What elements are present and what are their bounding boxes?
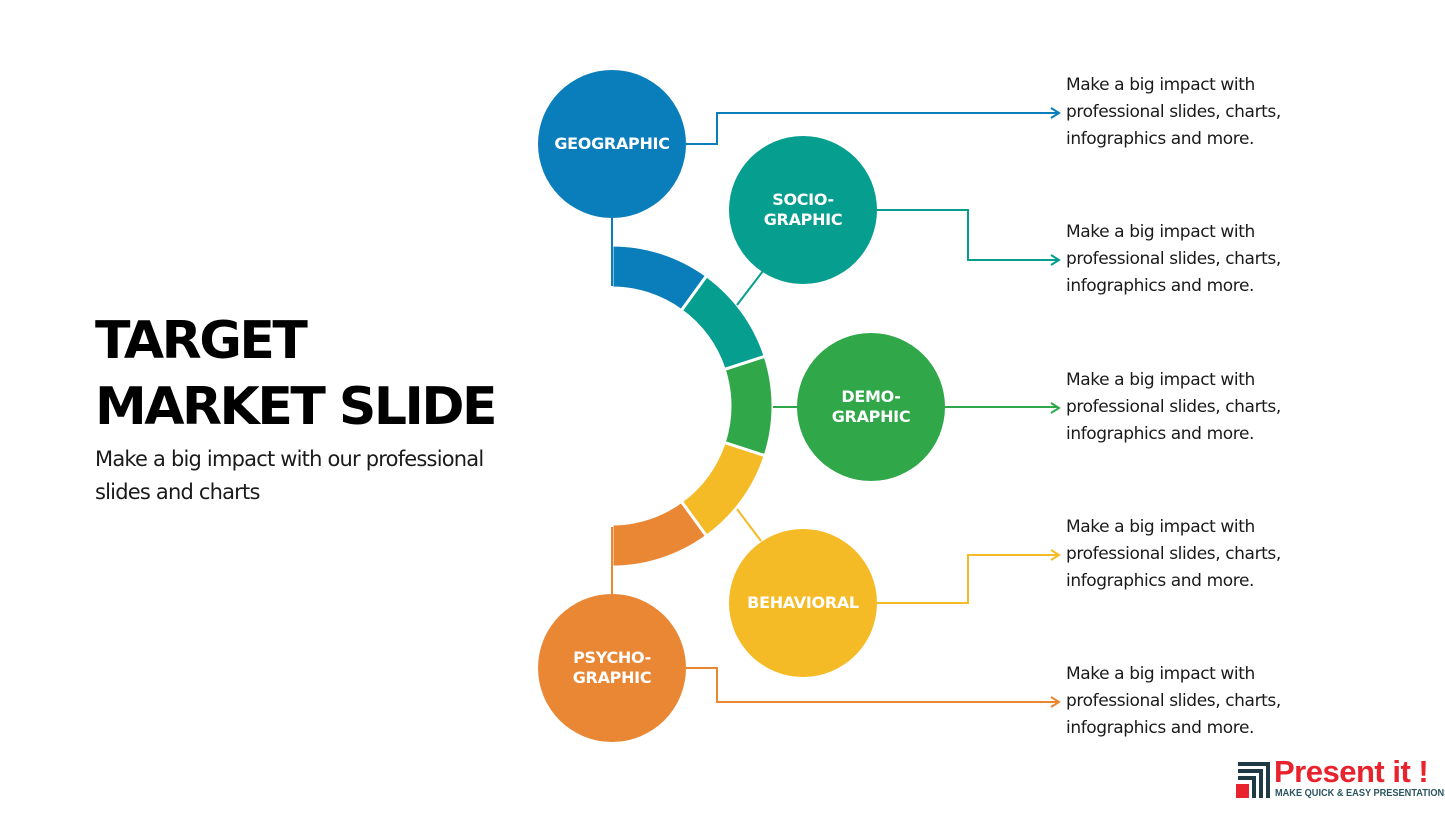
present-it-logo: Present it ! MAKE QUICK & EASY PRESENTAT… xyxy=(1236,754,1445,802)
label-geographic: GEOGRAPHIC xyxy=(554,134,670,153)
description-demographic: Make a big impact with professional slid… xyxy=(1066,370,1281,444)
arrow-icon xyxy=(1050,254,1061,266)
description-psychographic: Make a big impact with professional slid… xyxy=(1066,664,1281,738)
arrow-icon xyxy=(1050,107,1061,119)
connector-psychographic xyxy=(686,667,1058,703)
logo-mark-icon xyxy=(1236,762,1270,798)
arc-link-behavioral xyxy=(736,508,762,542)
arrow-icon xyxy=(1050,402,1061,414)
connector-sociographic xyxy=(877,209,1058,261)
arc-segment-demographic xyxy=(722,354,775,458)
label-sociographic: SOCIO- GRAPHIC xyxy=(763,190,843,229)
arc-link-sociographic xyxy=(736,270,764,306)
label-behavioral: BEHAVIORAL xyxy=(747,593,859,612)
label-demographic: DEMO- GRAPHIC xyxy=(831,387,911,426)
slide-subtitle: Make a big impact with our professional … xyxy=(95,447,484,504)
circle-demographic xyxy=(797,333,945,481)
logo-tagline: MAKE QUICK & EASY PRESENTATIONS xyxy=(1275,788,1445,799)
description-behavioral: Make a big impact with professional slid… xyxy=(1066,517,1281,591)
connector-geographic xyxy=(686,112,1058,145)
connector-behavioral xyxy=(877,554,1058,604)
circle-behavioral xyxy=(729,529,877,677)
circle-psychographic xyxy=(538,594,686,742)
circle-sociographic xyxy=(729,136,877,284)
slide-title: TARGET MARKET SLIDE xyxy=(95,311,498,437)
label-psychographic: PSYCHO- GRAPHIC xyxy=(572,648,652,687)
arrow-icon xyxy=(1050,696,1061,708)
arrow-icon xyxy=(1050,549,1061,561)
description-geographic: Make a big impact with professional slid… xyxy=(1066,75,1281,149)
description-sociographic: Make a big impact with professional slid… xyxy=(1066,222,1281,296)
logo-name: Present it ! xyxy=(1274,754,1429,789)
circle-geographic xyxy=(538,70,686,218)
